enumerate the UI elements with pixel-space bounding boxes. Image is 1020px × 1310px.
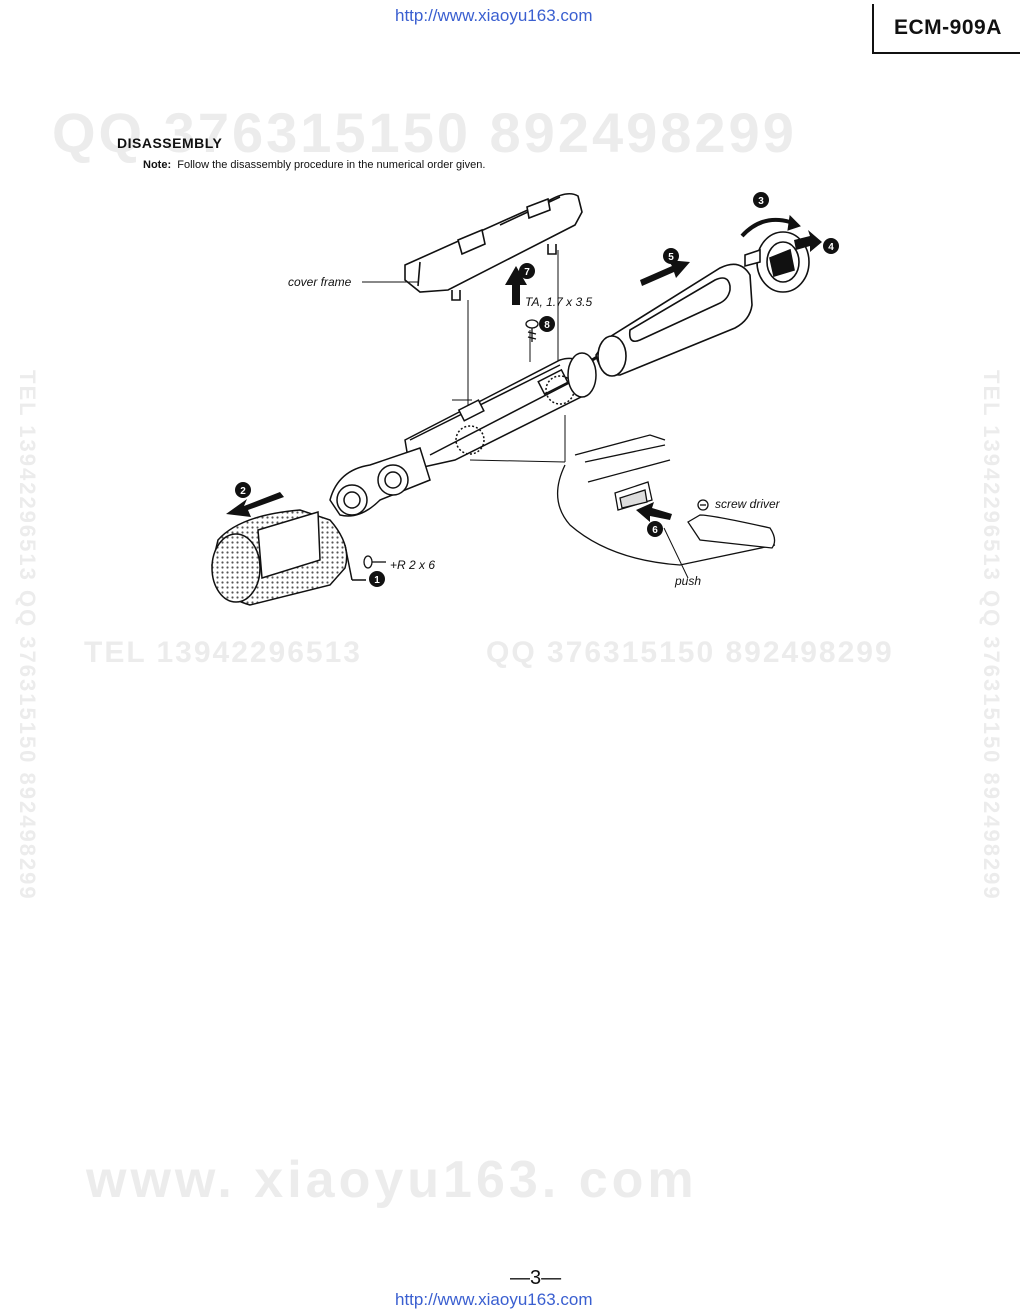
label-screw-driver: screw driver: [715, 497, 781, 511]
note-text: Follow the disassembly procedure in the …: [177, 159, 486, 171]
label-r-screw: +R 2 x 6: [390, 558, 435, 572]
step3-rotate-arrow: [740, 214, 801, 238]
screw-r-icon: [363, 555, 386, 569]
step-number-5: 5: [668, 252, 674, 263]
step6-arrow: [636, 502, 672, 522]
chassis-body: [329, 348, 616, 517]
step-number-3: 3: [758, 196, 764, 207]
label-push: push: [674, 574, 701, 588]
cover-frame-part: [404, 192, 583, 301]
detail-view: [556, 434, 776, 566]
screw-ta-icon: [525, 319, 539, 342]
step-badge-1: [369, 571, 385, 587]
label-ta-screw: TA, 1.7 x 3.5: [525, 295, 592, 309]
source-url-bottom[interactable]: http://www.xiaoyu163.com: [395, 1290, 593, 1309]
push-leader: [663, 527, 689, 579]
step-number-6: 6: [652, 525, 658, 536]
step-badge-4: [823, 238, 839, 254]
step-badge-6: [647, 521, 663, 537]
step-number-7: 7: [524, 267, 530, 278]
step-badge-2: [235, 482, 251, 498]
model-box: [872, 4, 1020, 54]
step-badge-8: [539, 316, 555, 332]
watermark-qq-mid: QQ 376315150 892498299: [486, 636, 894, 669]
step-number-8: 8: [544, 320, 550, 331]
step-number-4: 4: [828, 242, 834, 253]
watermark-tel: TEL 13942296513: [84, 636, 362, 669]
step-number-1: 1: [374, 575, 380, 586]
step-badge-7: [519, 263, 535, 279]
label-cover-frame: cover frame: [288, 275, 352, 289]
page-number: —3—: [510, 1267, 562, 1289]
note-label: Note:: [143, 159, 172, 171]
note: Note: Follow the disassembly procedure i…: [143, 159, 485, 171]
model-number: ECM-909A: [894, 16, 1002, 39]
step-badge-5: [663, 248, 679, 264]
watermark-qq-top: QQ 376315150 892498299: [52, 101, 797, 164]
mic-head-part: [211, 509, 366, 606]
step5-arrow: [640, 260, 690, 286]
step-badges: [235, 192, 839, 587]
section-title: DISASSEMBLY: [117, 135, 223, 151]
step2-arrow: [226, 492, 284, 517]
step4-arrow: [794, 230, 822, 252]
watermark-www: www. xiaoyu163. com: [86, 1151, 698, 1209]
step-badge-3: [753, 192, 769, 208]
source-url-top[interactable]: http://www.xiaoyu163.com: [395, 6, 593, 25]
outer-sleeve-part: [595, 263, 753, 377]
step-number-2: 2: [240, 486, 246, 497]
